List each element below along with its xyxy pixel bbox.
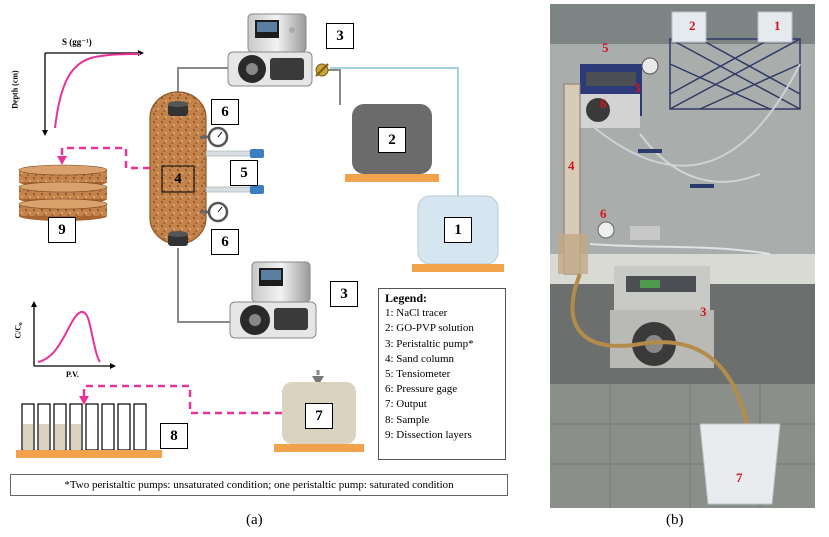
sample-link [82,384,282,415]
photo-label-output: 7 [736,470,743,485]
lab-setup-photo: 2 1 5 3 6 4 6 3 7 [550,4,815,508]
legend-item: 4: Sand column [385,352,455,365]
label-box-nacl: 1 [444,217,472,243]
photo-label-beaker-1: 1 [774,18,781,33]
label-box-pressure-bottom: 6 [211,229,239,255]
label-box-tensiometer: 5 [230,160,258,186]
legend-title: Legend: [385,291,427,305]
legend-item: 5: Tensiometer [385,368,451,381]
legend-item: 2: GO-PVP solution [385,322,474,335]
arrow-down-icon [79,396,89,405]
pressure-gauge-icon [200,126,229,148]
legend-item: 9: Dissection layers [385,428,472,441]
sand-column [149,91,207,246]
profile-plot [42,50,144,136]
photo-label-gauge-top: 6 [600,96,607,111]
dissection-link [60,146,162,170]
label-box-gopvp: 2 [378,127,406,153]
label-box-output: 7 [305,403,333,429]
label-box-pressure-top: 6 [211,99,239,125]
photo-label-gauge-bottom: 6 [600,206,607,221]
label-column: 4 [174,170,182,187]
label-box-pump-bottom: 3 [330,281,358,307]
valve-icon [315,63,329,77]
photo-label-column: 4 [568,158,575,173]
caption-a: (a) [246,512,263,528]
breakthrough-y-label: C/C₀ [13,322,23,339]
caption-b: (b) [666,512,684,528]
photo-label-tensiometer: 5 [602,40,609,55]
tensiometer-icon [205,149,264,158]
profile-y-label: Depth (cm) [10,70,20,109]
photo-label-pump-top: 3 [634,80,641,95]
legend: Legend: 1: NaCl tracer 2: GO-PVP solutio… [378,288,506,460]
photo-rendering [550,4,815,508]
dissection-layers [18,164,108,221]
tensiometer-icon [205,185,264,194]
footnote: *Two peristaltic pumps: unsaturated cond… [10,474,508,496]
pressure-gauge-icon [200,201,229,223]
legend-item: 8: Sample [385,413,430,426]
profile-x-label: S (gg⁻¹) [62,37,92,47]
sample-tubes [16,403,162,458]
peristaltic-pump-bottom [229,261,317,339]
legend-item: 6: Pressure gage [385,383,458,396]
arrow-down-icon [57,156,67,165]
legend-item: 7: Output [385,398,427,411]
legend-item: 1: NaCl tracer [385,307,448,320]
photo-label-pump-bottom: 3 [700,304,707,319]
label-box-pump-top: 3 [326,23,354,49]
peristaltic-pump-top [227,13,313,87]
flow-arrow-icon [312,376,324,386]
photo-label-beaker-2: 2 [689,18,696,33]
legend-item: 3: Peristaltic pump* [385,337,474,350]
breakthrough-x-label: P.V. [66,370,79,379]
label-box-dissection: 9 [48,217,76,243]
breakthrough-plot [31,301,116,369]
label-box-sample: 8 [160,423,188,449]
